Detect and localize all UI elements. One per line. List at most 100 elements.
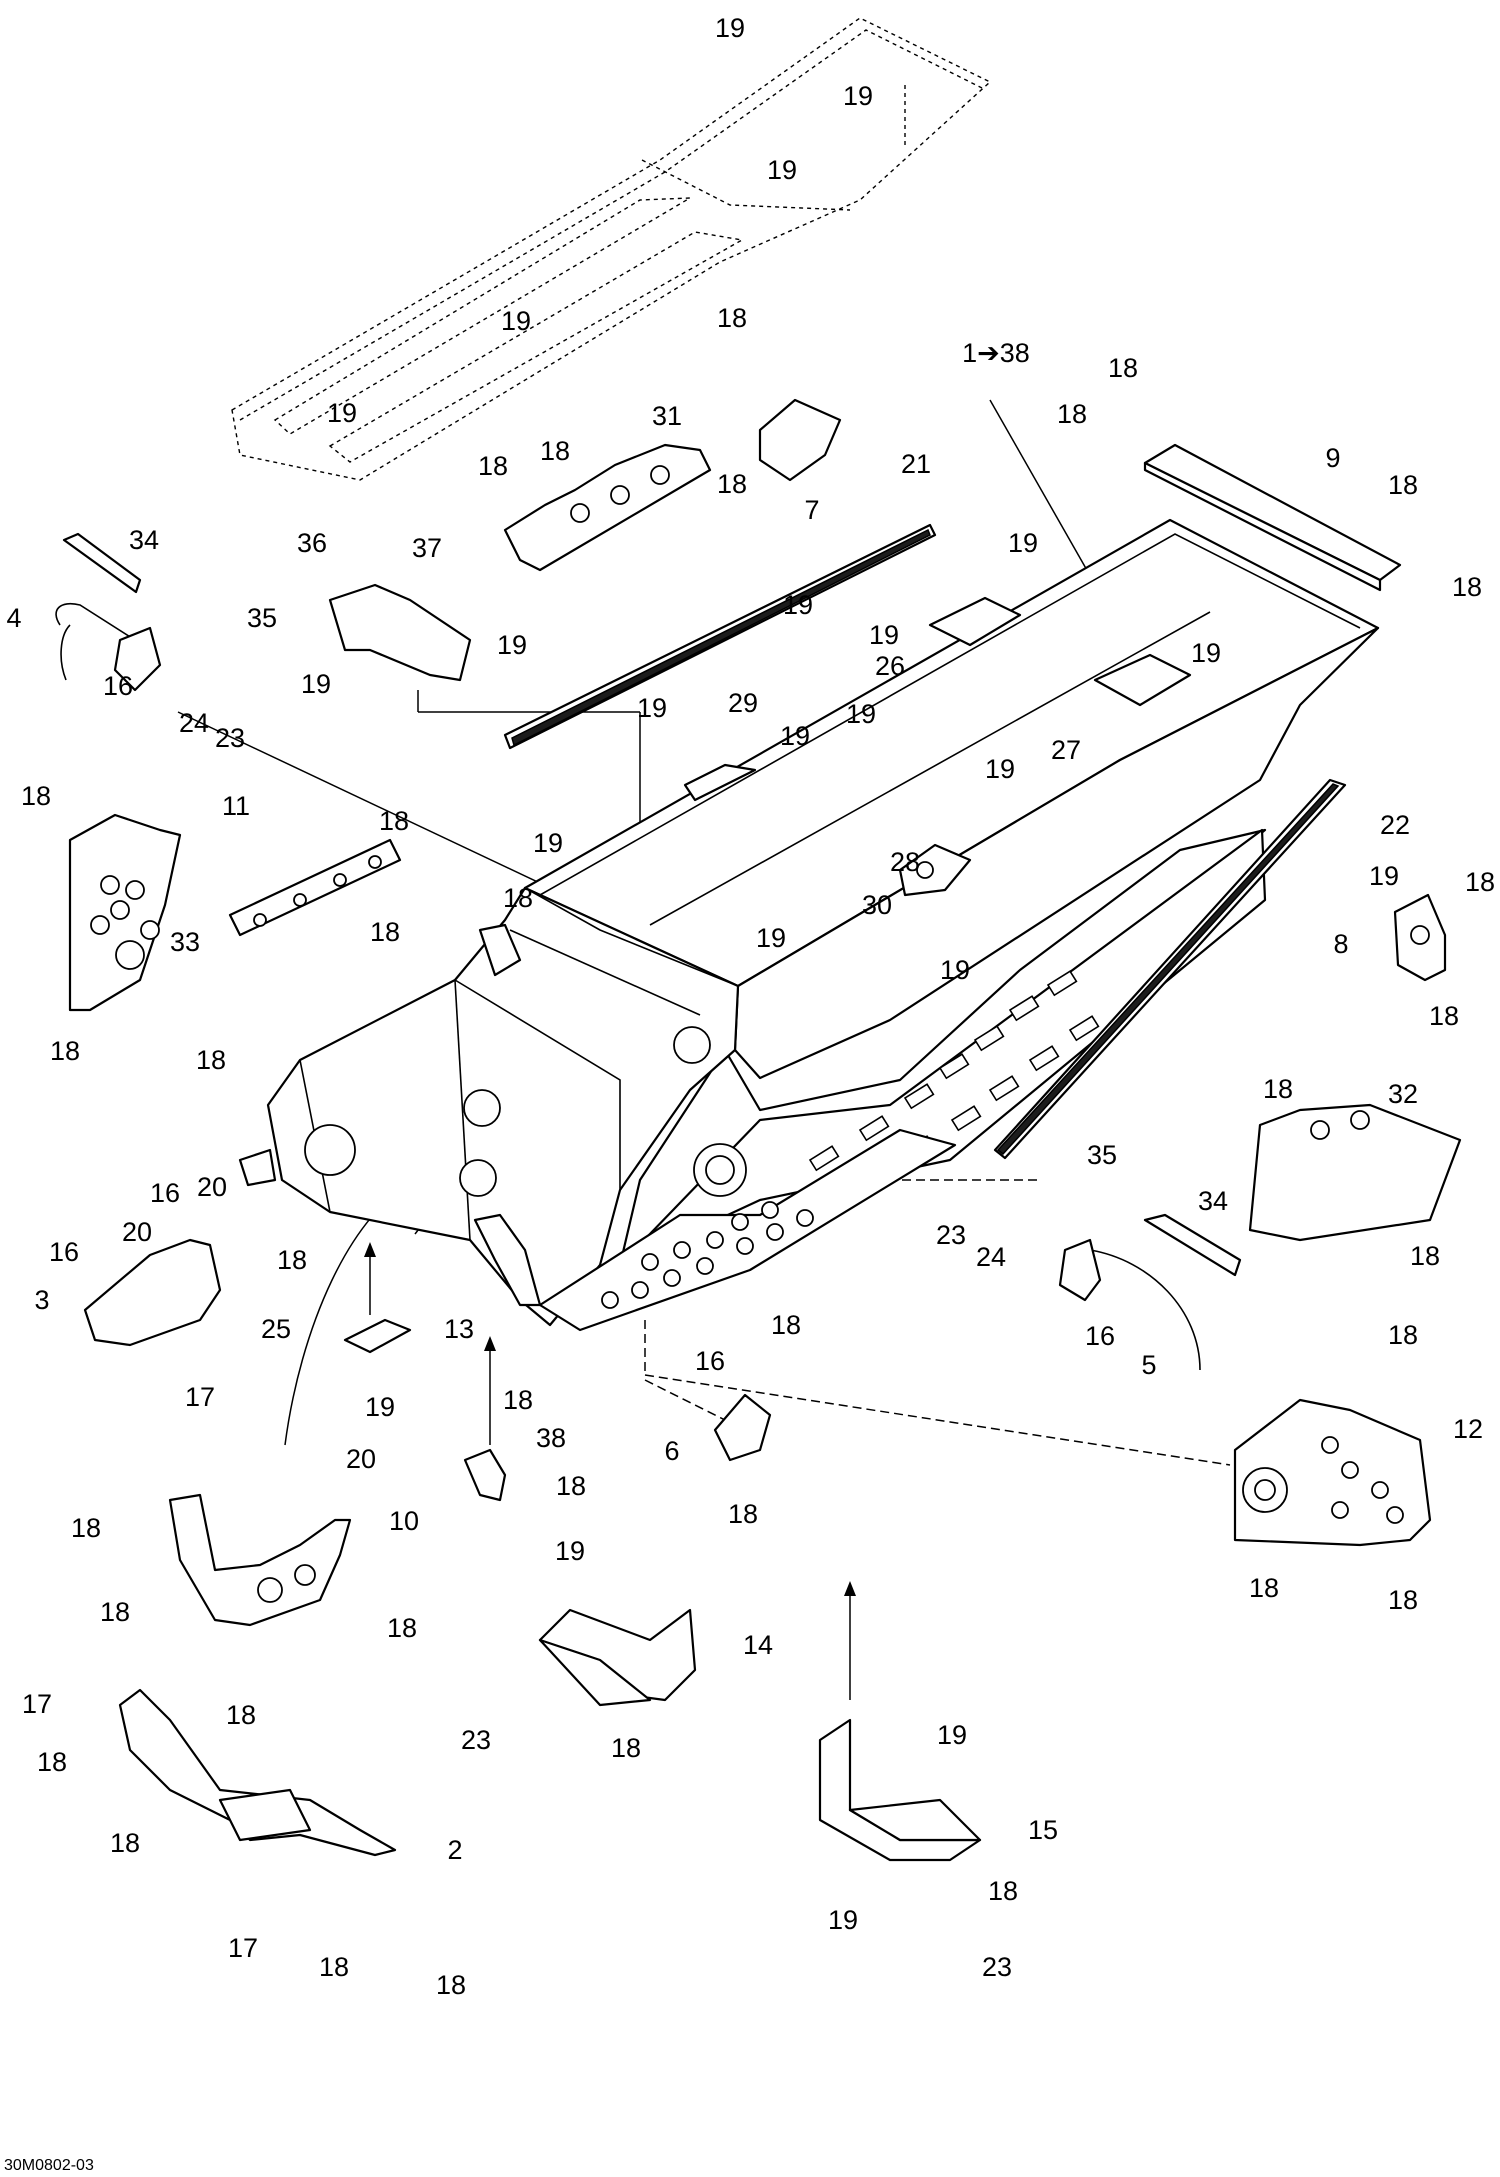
callout-18: 18 [319, 1952, 349, 1982]
callout-18: 18 [71, 1513, 101, 1543]
rails [503, 523, 1347, 1160]
callout-11: 11 [222, 791, 250, 821]
callout-17: 17 [185, 1382, 215, 1412]
tunnel-side-panel [733, 626, 1380, 1080]
part-7 [758, 398, 842, 482]
bellypan-holes [601, 1201, 814, 1309]
callout-19: 19 [501, 306, 531, 336]
callout-12: 12 [1453, 1414, 1483, 1444]
front-bulkhead [266, 886, 740, 1327]
callout-19: 19 [637, 693, 667, 723]
part-6 [713, 1393, 772, 1462]
callout-18: 18 [21, 781, 51, 811]
running-board-flap [231, 17, 992, 481]
callout-34: 34 [1198, 1186, 1228, 1216]
callout-16: 16 [49, 1237, 79, 1267]
panel-12 [1233, 1398, 1432, 1547]
handle-34b [1143, 1213, 1242, 1277]
callout-38: 38 [536, 1423, 566, 1453]
callout-19: 19 [828, 1905, 858, 1935]
callout-19: 19 [780, 721, 810, 751]
callout-13: 13 [444, 1314, 474, 1344]
part-31 [503, 443, 712, 572]
part-2 [118, 1688, 397, 1857]
part-38 [463, 1448, 507, 1502]
callout-16: 16 [103, 671, 133, 701]
part-36 [328, 583, 472, 682]
callout-18: 18 [226, 1700, 256, 1730]
callout-3: 3 [34, 1285, 49, 1315]
callout-138: 1➔38 [962, 338, 1030, 368]
callout-18: 18 [370, 917, 400, 947]
callout-21: 21 [901, 449, 931, 479]
part-30 [898, 843, 972, 897]
callout-18: 18 [436, 1970, 466, 2000]
callout-18: 18 [1388, 470, 1418, 500]
callout-30: 30 [862, 890, 892, 920]
callout-8: 8 [1333, 929, 1348, 959]
callout-18: 18 [540, 436, 570, 466]
callout-24: 24 [179, 708, 209, 738]
callout-18: 18 [771, 1310, 801, 1340]
callout-4: 4 [6, 603, 21, 633]
callout-18: 18 [1108, 353, 1138, 383]
callout-19: 19 [301, 669, 331, 699]
part-32 [1248, 1103, 1462, 1242]
callout-19: 19 [497, 630, 527, 660]
callout-19: 19 [533, 828, 563, 858]
callout-5: 5 [1141, 1350, 1156, 1380]
callout-19: 19 [783, 590, 813, 620]
callout-23: 23 [461, 1725, 491, 1755]
callout-19: 19 [940, 955, 970, 985]
handle-34a [62, 532, 142, 594]
callout-33: 33 [170, 927, 200, 957]
callout-18: 18 [717, 469, 747, 499]
callout-10: 10 [389, 1506, 419, 1536]
part-26 [928, 596, 1022, 647]
callout-34: 34 [129, 525, 159, 555]
part-3 [83, 1238, 222, 1347]
callout-18: 18 [1388, 1585, 1418, 1615]
tunnel-chassis [238, 518, 1380, 1332]
callout-18: 18 [556, 1471, 586, 1501]
callout-18: 18 [728, 1499, 758, 1529]
callout-19: 19 [937, 1720, 967, 1750]
callout-19: 19 [715, 13, 745, 43]
callout-18: 18 [110, 1828, 140, 1858]
callout-14: 14 [743, 1630, 773, 1660]
part-16-bracket-b [1058, 1238, 1102, 1302]
callout-19: 19 [555, 1536, 585, 1566]
callout-18: 18 [277, 1245, 307, 1275]
callout-18: 18 [1388, 1320, 1418, 1350]
callout-18: 18 [503, 1385, 533, 1415]
drawing-code: 30M0802-03 [4, 2157, 94, 2174]
part-29 [683, 763, 757, 802]
callout-18: 18 [1057, 399, 1087, 429]
callout-19: 19 [843, 81, 873, 111]
callout-18: 18 [1249, 1573, 1279, 1603]
callout-23: 23 [982, 1952, 1012, 1982]
leader-36-to-tunnel [177, 711, 581, 903]
callout-27: 27 [1051, 735, 1081, 765]
callout-16: 16 [150, 1178, 180, 1208]
part-33 [228, 838, 402, 937]
dash-12 [644, 1374, 1231, 1466]
callout-18: 18 [478, 451, 508, 481]
callout-19: 19 [767, 155, 797, 185]
callout-19: 19 [846, 699, 876, 729]
callout-31: 31 [652, 401, 682, 431]
callout-18: 18 [100, 1597, 130, 1627]
callout-18: 18 [1465, 867, 1495, 897]
callout-18: 18 [1452, 572, 1482, 602]
callout-26: 26 [875, 651, 905, 681]
callout-36: 36 [297, 528, 327, 558]
callout-18: 18 [611, 1733, 641, 1763]
callout-18: 18 [503, 883, 533, 913]
callout-19: 19 [869, 620, 899, 650]
callout-20: 20 [346, 1444, 376, 1474]
callout-18: 18 [988, 1876, 1018, 1906]
right-parts [538, 1103, 1462, 1862]
callout-17: 17 [228, 1933, 258, 1963]
